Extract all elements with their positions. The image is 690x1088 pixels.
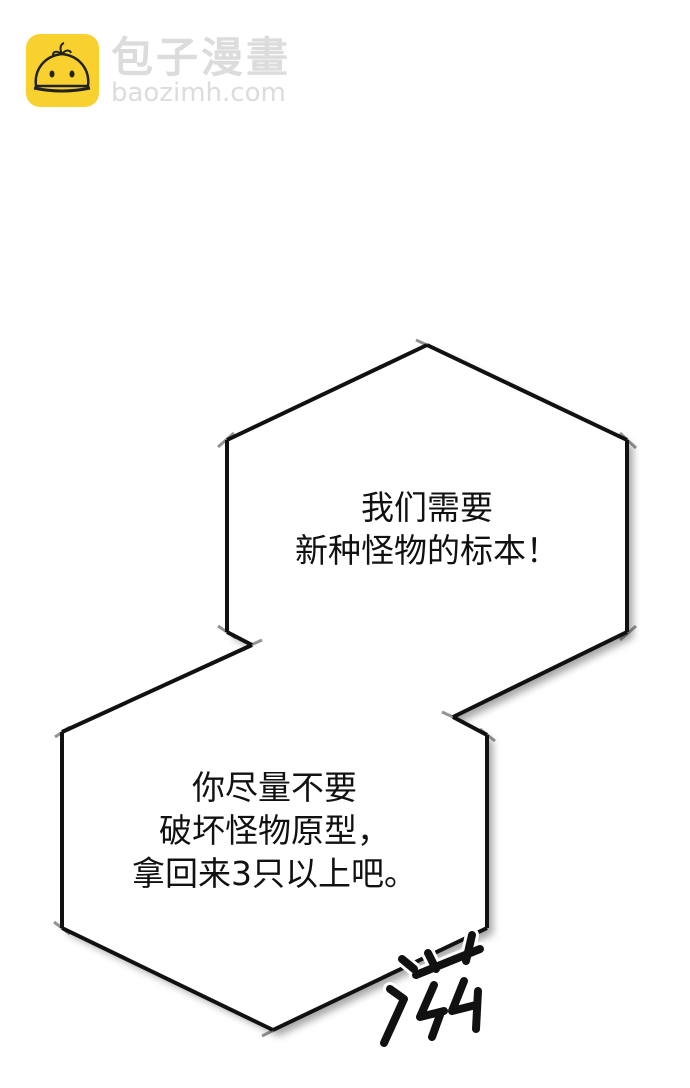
bubble-1-line-1: 我们需要 [361, 488, 493, 527]
bubble-2-outline [60, 643, 489, 1032]
watermark: 包子漫畫 baozimh.com [26, 34, 291, 107]
bun-mascot-icon [26, 34, 99, 107]
speech-bubble-2: 你尽量不要 破坏怪物原型， 拿回来3只以上吧。 [62, 766, 487, 895]
speech-bubble-1: 我们需要 新种怪物的标本！ [227, 486, 627, 572]
bubble-2-line-3: 拿回来3只以上吧。 [132, 854, 417, 893]
bubble-2-line-2: 破坏怪物原型， [159, 811, 390, 850]
watermark-brand: 包子漫畫 [111, 32, 292, 82]
bubble-1-line-2: 新种怪物的标本！ [295, 531, 559, 570]
bubble-2-line-1: 你尽量不要 [192, 768, 357, 807]
sfx-zi-brush-icon [372, 925, 502, 1055]
bubble-1-outline [225, 343, 629, 719]
watermark-url: baozimh.com [111, 77, 286, 108]
